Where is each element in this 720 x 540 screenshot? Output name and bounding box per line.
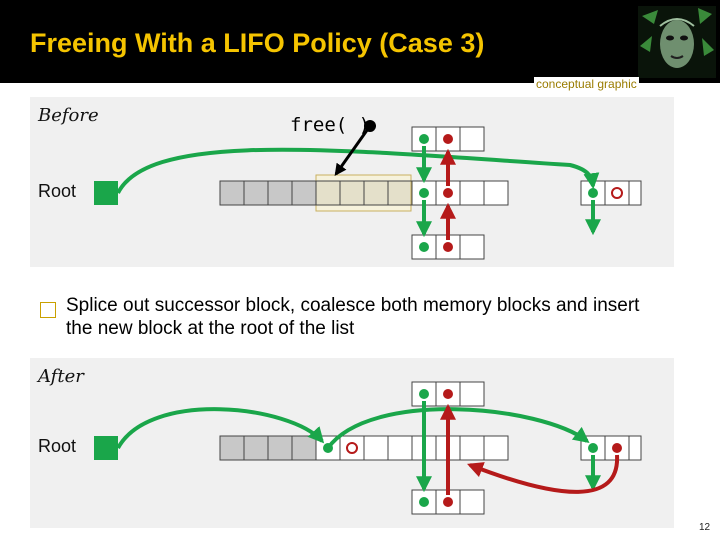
pointer-dots-before [419, 134, 623, 252]
root-node-before [94, 181, 118, 205]
after-diagram [94, 381, 642, 515]
before-label: Before [38, 105, 99, 126]
face-logo-icon [638, 6, 716, 78]
green-links-before [116, 146, 601, 238]
free-pointer-arrow [334, 125, 372, 176]
conceptual-graphic-caption: conceptual graphic [534, 77, 639, 91]
bullet-text: Splice out successor block, coalesce bot… [66, 295, 640, 339]
heap-blocks-after [219, 435, 317, 461]
pointer-dots-after [323, 389, 622, 507]
page-number: 12 [699, 522, 711, 533]
root-label-before: Root [38, 181, 77, 201]
title-bar [0, 0, 720, 83]
root-label-after: Root [38, 436, 77, 456]
before-diagram [94, 120, 642, 260]
root-node-after [94, 436, 118, 460]
after-label: After [38, 366, 84, 387]
bullet-box-icon [40, 302, 56, 318]
slide-title: Freeing With a LIFO Policy (Case 3) [30, 28, 485, 58]
red-links-after [440, 403, 620, 495]
